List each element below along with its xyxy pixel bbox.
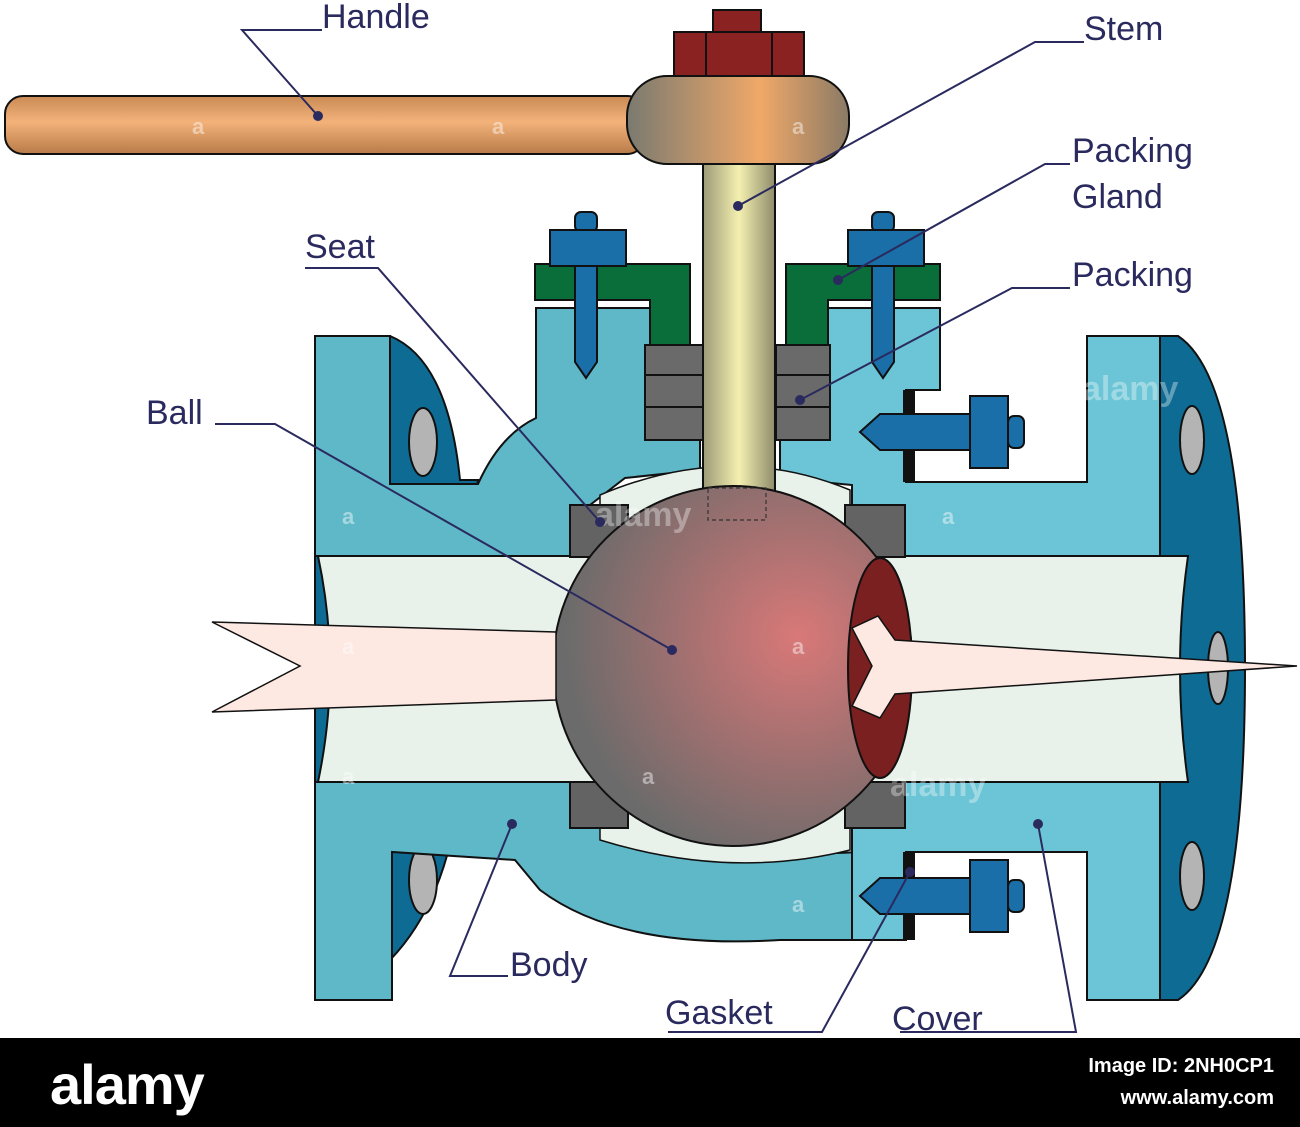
watermark-letter: a — [792, 892, 805, 917]
label-packing: Packing — [1072, 256, 1193, 294]
packing-gland — [534, 263, 941, 346]
label-handle: Handle — [322, 0, 430, 36]
label-ball: Ball — [146, 394, 203, 432]
site-url: www.alamy.com — [1120, 1087, 1274, 1109]
watermark-text: alamy — [890, 766, 986, 804]
watermark-letter: a — [492, 114, 505, 139]
flange-bolt-hole — [408, 407, 438, 477]
label-body: Body — [510, 946, 588, 984]
watermark-text: alamy — [1082, 370, 1178, 408]
watermark-text: alamy — [595, 496, 691, 534]
label-packing-gland-line1: Packing — [1072, 132, 1193, 170]
image-id: Image ID: 2NH0CP1 www.alamy.com — [1088, 1050, 1274, 1114]
label-packing-gland-line2: Gland — [1072, 178, 1163, 216]
label-gasket: Gasket — [665, 994, 773, 1032]
ball-valve-diagram: alamy alamy alamy a a a a a a a a a a Ha… — [4, 0, 1298, 1038]
watermark: alamy alamy alamy a a a a a a a a a a — [192, 114, 1178, 917]
watermark-letter: a — [792, 634, 805, 659]
flange-bolt-hole — [1179, 405, 1205, 475]
leader-lines — [215, 29, 1084, 1033]
image-id-text: Image ID: 2NH0CP1 — [1088, 1055, 1274, 1077]
watermark-letter: a — [642, 764, 655, 789]
watermark-letter: a — [342, 764, 355, 789]
gland-studs — [549, 211, 925, 380]
label-seat: Seat — [305, 228, 375, 266]
packing-rings — [644, 344, 831, 441]
ball — [552, 485, 914, 847]
handle — [4, 75, 850, 165]
watermark-letter: a — [342, 634, 355, 659]
flange-bolt-hole — [408, 845, 438, 915]
watermark-letter: a — [942, 504, 955, 529]
label-stem: Stem — [1084, 10, 1163, 48]
watermark-letter: a — [342, 504, 355, 529]
stock-footer: alamy Image ID: 2NH0CP1 www.alamy.com — [0, 1038, 1300, 1127]
flange-bolt-hole — [1179, 841, 1205, 911]
flow-arrows — [211, 615, 1298, 719]
alamy-logo: alamy — [50, 1053, 205, 1116]
watermark-letter: a — [792, 114, 805, 139]
cover-bolts — [858, 395, 1025, 933]
stem-nut — [673, 9, 805, 77]
watermark-letter: a — [192, 114, 205, 139]
label-cover: Cover — [892, 1000, 983, 1038]
